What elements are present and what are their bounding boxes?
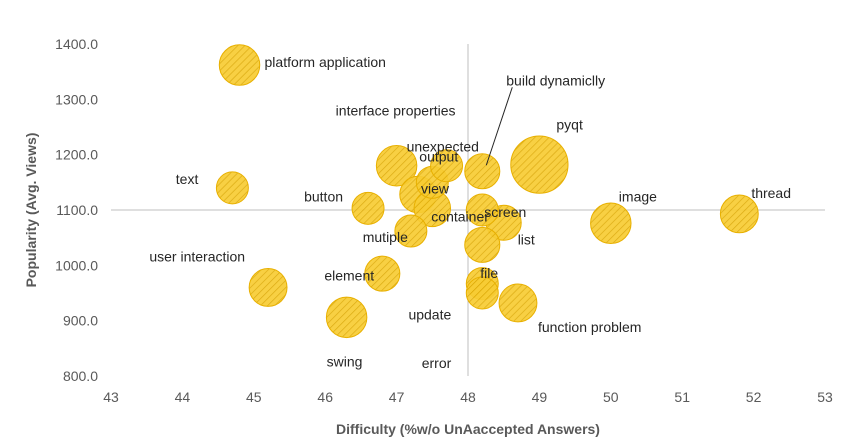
axes: 43 44 45 46 47 48 49 50 51 52 53 800.0 900.0 1000.0 11…: [55, 36, 833, 405]
bubble: [218, 44, 261, 86]
y-tick-label: 1000.0: [55, 257, 98, 273]
y-tick-label: 800.0: [63, 368, 98, 384]
x-tick-label: 48: [460, 389, 476, 405]
bubble-labels: platform application interface properties…: [149, 54, 791, 371]
bubble: [394, 214, 428, 248]
bubble: [430, 149, 464, 183]
bubble-label: platform application: [265, 54, 386, 70]
bubble: [719, 194, 759, 234]
y-tick-label: 1200.0: [55, 147, 98, 163]
bubble-label: text: [176, 171, 199, 187]
bubble-label: file: [480, 265, 498, 281]
bubble: [248, 268, 288, 307]
x-tick-label: 51: [674, 389, 690, 405]
bubble-label: list: [518, 232, 535, 248]
bubble: [364, 255, 401, 292]
x-tick-label: 53: [817, 389, 833, 405]
bubble-label: view: [421, 181, 450, 197]
leader-line: [485, 87, 513, 166]
bubble-label: unexpected: [407, 139, 479, 155]
x-tick-label: 43: [103, 389, 119, 405]
y-tick-label: 1300.0: [55, 91, 98, 107]
bubble: [215, 171, 249, 205]
bubble: [498, 283, 538, 323]
bubble-label: update: [408, 307, 451, 323]
bubble: [590, 202, 632, 245]
bubble-label: thread: [751, 185, 791, 201]
bubble-label: error: [422, 355, 452, 371]
bubbles: [215, 44, 759, 339]
x-tick-label: 52: [746, 389, 762, 405]
x-tick-label: 50: [603, 389, 619, 405]
bubble: [375, 144, 418, 187]
bubble-label: mutiple: [363, 229, 408, 245]
bubble-label: user interaction: [149, 248, 245, 264]
x-tick-label: 49: [532, 389, 548, 405]
bubble: [464, 153, 501, 190]
x-tick-label: 44: [175, 389, 191, 405]
bubble-label: swing: [327, 353, 363, 369]
bubble: [510, 135, 569, 194]
bubble: [464, 226, 501, 263]
bubble: [351, 191, 385, 225]
bubble-label: function problem: [538, 319, 642, 335]
bubble-label: output: [419, 148, 458, 164]
x-tick-label: 45: [246, 389, 262, 405]
x-tick-label: 47: [389, 389, 405, 405]
bubble: [465, 193, 499, 227]
y-tick-label: 1400.0: [55, 36, 98, 52]
bubble-label: build dynamiclly: [506, 72, 605, 88]
bubble-label: container: [431, 208, 489, 224]
bubble-label: button: [304, 188, 343, 204]
y-tick-label: 900.0: [63, 313, 98, 329]
y-axis-title: Popularity (Avg. Views): [23, 133, 39, 288]
bubble-label: pyqt: [556, 117, 583, 133]
bubble-label: interface properties: [336, 103, 456, 119]
x-tick-label: 46: [317, 389, 333, 405]
bubble-label: element: [324, 268, 374, 284]
bubble-label: image: [619, 188, 657, 204]
y-tick-label: 1100.0: [56, 202, 98, 218]
bubble: [465, 276, 499, 310]
bubble: [325, 296, 368, 339]
bubble-label: screen: [484, 204, 526, 220]
x-axis-title: Difficulty (%w/o UnAaccepted Answers): [336, 421, 600, 437]
